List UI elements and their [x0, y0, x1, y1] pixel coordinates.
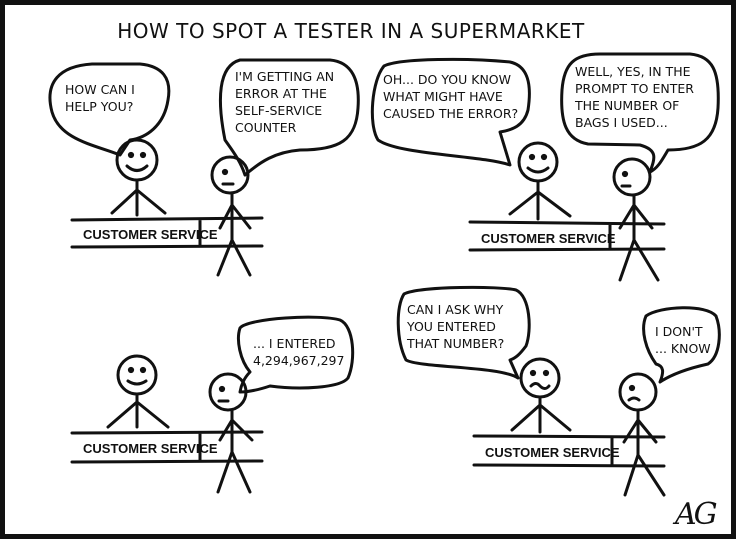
panel-2-customer-speech: WELL, YES, IN THE PROMPT TO ENTER THE NU…: [575, 63, 694, 131]
speech-line: HOW CAN I: [65, 82, 135, 97]
clerk-smile: [125, 164, 149, 172]
speech-line: OH... DO YOU KNOW: [383, 72, 512, 87]
artist-signature: AG: [675, 497, 718, 532]
customer-head: [208, 372, 248, 412]
speech-line: I'M GETTING AN: [235, 69, 335, 84]
speech-line: PROMPT TO ENTER: [575, 81, 694, 96]
speech-line: ... KNOW: [655, 341, 711, 356]
clerk-body: [508, 179, 572, 221]
clerk-body: [510, 395, 572, 434]
speech-line: THE NUMBER OF: [575, 98, 680, 113]
speech-line: WELL, YES, IN THE: [575, 64, 691, 79]
customer-body: [622, 408, 666, 497]
speech-line: YOU ENTERED: [407, 319, 496, 334]
speech-line: CAN I ASK WHY: [407, 302, 504, 317]
clerk-head: [116, 354, 158, 396]
speech-line: I DON'T: [655, 324, 703, 339]
customer-service-sign: CUSTOMER SERVICE: [481, 231, 616, 246]
customer-service-sign: CUSTOMER SERVICE: [485, 445, 620, 460]
customer-body: [618, 193, 660, 282]
speech-line: SELF-SERVICE: [235, 103, 323, 118]
customer-service-sign: CUSTOMER SERVICE: [83, 227, 218, 242]
worried-mouth: [529, 382, 551, 390]
speech-line: ... I ENTERED: [253, 336, 336, 351]
customer-head: [612, 157, 652, 197]
panel-4-clerk-speech: CAN I ASK WHY YOU ENTERED THAT NUMBER?: [407, 301, 504, 352]
clerk-head: [115, 138, 159, 182]
speech-line: HELP YOU?: [65, 99, 134, 114]
panel-1-clerk-speech: HOW CAN I HELP YOU?: [65, 81, 135, 115]
clerk-head: [519, 357, 561, 399]
customer-head: [618, 372, 658, 412]
panel-3-customer-speech: ... I ENTERED 4,294,967,297: [253, 335, 344, 369]
speech-line: 4,294,967,297: [253, 353, 345, 368]
customer-head: [210, 155, 250, 195]
customer-body: [216, 408, 254, 494]
speech-line: ERROR AT THE: [235, 86, 327, 101]
speech-line: THAT NUMBER?: [407, 336, 505, 351]
clerk-body: [106, 392, 170, 429]
customer-service-sign: CUSTOMER SERVICE: [83, 441, 218, 456]
clerk-head: [517, 141, 559, 183]
panel-2-clerk-speech: OH... DO YOU KNOW WHAT MIGHT HAVE CAUSED…: [383, 71, 518, 122]
speech-line: WHAT MIGHT HAVE: [383, 89, 503, 104]
customer-body: [216, 191, 252, 277]
speech-line: CAUSED THE ERROR?: [383, 106, 519, 121]
clerk-body: [110, 178, 167, 217]
panel-1-customer-speech: I'M GETTING AN ERROR AT THE SELF-SERVICE…: [235, 68, 334, 136]
speech-line: COUNTER: [235, 120, 297, 135]
panel-4-customer-speech: I DON'T ... KNOW: [655, 323, 711, 357]
comic-title: HOW TO SPOT A TESTER IN A SUPERMARKET: [117, 19, 585, 43]
speech-line: BAGS I USED...: [575, 115, 668, 130]
